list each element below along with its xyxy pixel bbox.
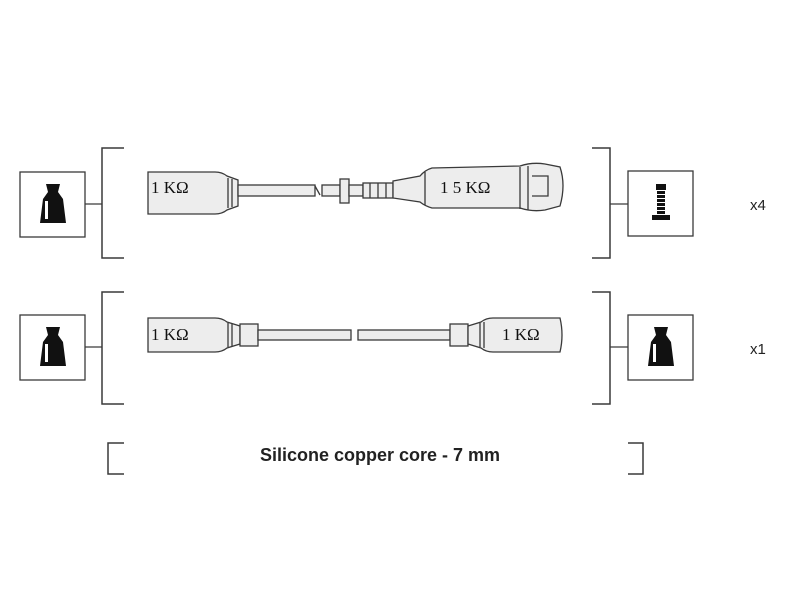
cable-row-1: 1 KΩ 1 5 KΩ x4 [19,147,766,259]
left-resistance-label: 1 KΩ [151,325,189,344]
quantity-label: x1 [750,341,766,358]
right-resistance-label: 1 KΩ [502,325,540,344]
right-bracket [592,147,611,259]
caption-left-bracket [107,442,124,475]
left-bracket [101,147,124,259]
distributor-terminal-pin-icon [652,184,670,220]
ignition-cable-1 [147,162,564,215]
coil-boot-icon [648,327,674,366]
left-resistance-label: 1 KΩ [151,178,189,197]
quantity-label: x4 [750,197,766,214]
caption-right-bracket [628,442,644,475]
right-bracket [592,291,611,405]
spark-plug-boot-icon [40,327,66,366]
spark-plug-boot-icon [40,184,66,223]
ignition-cable-2 [147,317,563,353]
left-bracket [101,291,124,405]
cable-spec-caption: Silicone copper core - 7 mm [259,445,501,465]
right-resistance-label: 1 5 KΩ [440,178,490,197]
cable-row-2: 1 KΩ 1 KΩ x1 [19,291,766,405]
